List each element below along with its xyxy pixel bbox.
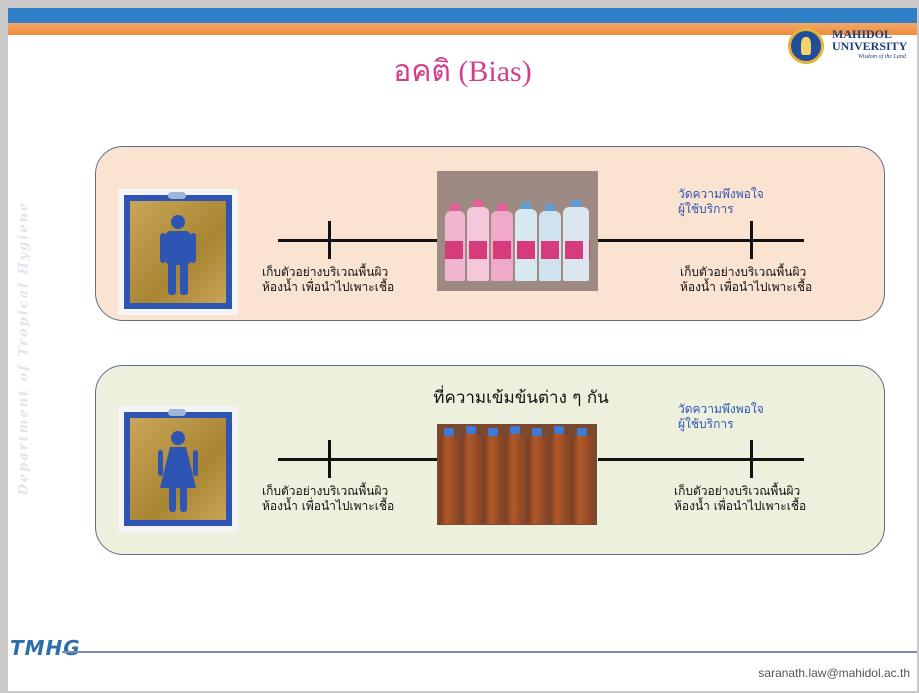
right-top-label-1: วัดความพึงพอใจ	[678, 187, 764, 201]
timeline-tick-right	[750, 221, 753, 259]
right-label-1: เก็บตัวอย่างบริเวณพื้นผิว	[680, 265, 807, 279]
department-vertical-text: Department of Tropical Hygiene	[16, 200, 32, 496]
timeline-tick-left	[328, 221, 331, 259]
orange-bar	[8, 23, 917, 35]
footer-logo: TMHG	[10, 636, 81, 660]
photo-caption: ที่ความเข้มข้นต่าง ๆ กัน	[433, 388, 609, 408]
timeline-right	[598, 239, 804, 242]
cleaning-bottles-photo	[437, 171, 598, 291]
left-label-1: เก็บตัวอย่างบริเวณพื้นผิว	[262, 265, 389, 279]
panel-female: ที่ความเข้มข้นต่าง ๆ กัน วัดความพึงพอใจ …	[95, 365, 885, 555]
solution-bottles-photo	[437, 424, 597, 525]
male-sign	[118, 189, 238, 315]
timeline-tick-left	[328, 440, 331, 478]
timeline-left	[278, 458, 438, 461]
timeline-right	[598, 458, 804, 461]
timeline-left	[278, 239, 438, 242]
slide: Department of Tropical Hygiene MAHIDOL U…	[8, 8, 917, 691]
male-restroom-icon	[160, 215, 196, 295]
footer-divider	[62, 651, 917, 653]
footer-email: saranath.law@mahidol.ac.th	[758, 666, 910, 680]
right-label-2: ห้องน้ำ เพื่อนำไปเพาะเชื้อ	[680, 280, 813, 294]
right-label-2: ห้องน้ำ เพื่อนำไปเพาะเชื้อ	[674, 499, 807, 513]
left-label-2: ห้องน้ำ เพื่อนำไปเพาะเชื้อ	[262, 499, 395, 513]
logo-line2: UNIVERSITY	[832, 39, 908, 53]
university-seal-icon	[788, 28, 824, 64]
right-top-label-2: ผู้ใช้บริการ	[678, 202, 734, 216]
right-label-1: เก็บตัวอย่างบริเวณพื้นผิว	[674, 484, 801, 498]
right-top-label-1: วัดความพึงพอใจ	[678, 402, 764, 416]
right-top-label-2: ผู้ใช้บริการ	[678, 417, 734, 431]
logo-tagline: Wisdom of the Land	[858, 54, 906, 60]
left-label-2: ห้องน้ำ เพื่อนำไปเพาะเชื้อ	[262, 280, 395, 294]
female-restroom-icon	[158, 431, 198, 512]
timeline-tick-right	[750, 440, 753, 478]
slide-title: อคติ (Bias)	[393, 55, 532, 88]
panel-male: วัดความพึงพอใจ ผู้ใช้บริการ เก็บตัวอย่าง…	[95, 146, 885, 321]
university-logo: MAHIDOL UNIVERSITY Wisdom of the Land	[784, 24, 914, 70]
top-bar	[8, 8, 917, 23]
female-sign	[118, 406, 238, 532]
logo-line1: MAHIDOL	[832, 27, 892, 41]
left-label-1: เก็บตัวอย่างบริเวณพื้นผิว	[262, 484, 389, 498]
